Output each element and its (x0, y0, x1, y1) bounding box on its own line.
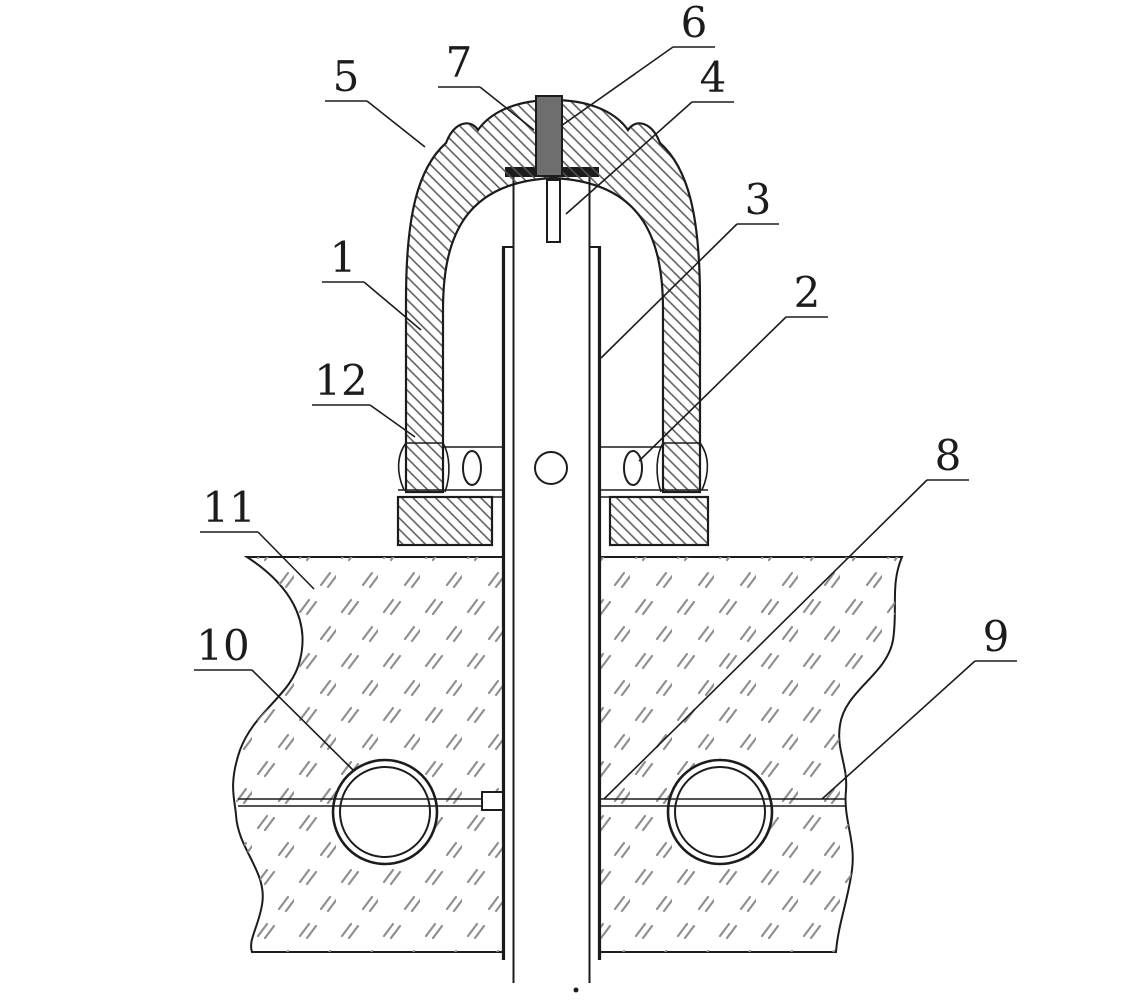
part-label-5: 5 (333, 52, 360, 101)
skirt-flare-right-outer (699, 442, 709, 491)
side-fitting (481, 791, 504, 811)
leader-6 (560, 46, 715, 127)
leader-2 (638, 316, 828, 462)
part-labels: 1 2 3 4 5 6 7 8 9 10 11 12 (196, 0, 1009, 670)
leader-10 (194, 669, 354, 771)
part-label-7: 7 (446, 38, 473, 87)
part-label-1: 1 (330, 233, 357, 282)
dome-wall (404, 98, 702, 494)
tube-bore (502, 176, 601, 984)
buried-pipes (331, 758, 774, 866)
part-label-2: 2 (794, 268, 821, 317)
part-label-3: 3 (745, 175, 772, 224)
leader-5 (325, 100, 426, 148)
leader-3 (600, 223, 779, 359)
leader-11 (200, 531, 315, 590)
bolt-hole-center (534, 451, 568, 485)
leader-8 (603, 479, 969, 800)
right-pipe-inner (674, 766, 766, 858)
leader-4 (565, 101, 734, 215)
top-plug (535, 95, 563, 177)
part-label-12: 12 (314, 356, 367, 405)
part-label-8: 8 (935, 431, 962, 480)
left-pipe-inner (339, 766, 431, 858)
leader-1 (322, 281, 422, 331)
part-label-4: 4 (700, 53, 727, 102)
leader-12 (312, 404, 416, 438)
base-flange-right (608, 495, 710, 547)
part-label-6: 6 (681, 0, 708, 47)
leader-9 (821, 660, 1017, 800)
inner-pin (546, 179, 561, 243)
leader-lines (194, 46, 1017, 800)
part-label-11: 11 (202, 483, 255, 532)
part-label-10: 10 (196, 621, 249, 670)
bolt-hole-left (462, 450, 482, 486)
center-tube (501, 167, 602, 993)
bolt-hole-right (623, 450, 643, 486)
bottom-center-mark (573, 987, 579, 993)
dome-cap-section (396, 95, 710, 547)
leader-7 (438, 86, 535, 131)
base-flange-left (396, 495, 494, 547)
part-label-9: 9 (983, 612, 1010, 661)
skirt-flare-left-outer (397, 442, 407, 491)
